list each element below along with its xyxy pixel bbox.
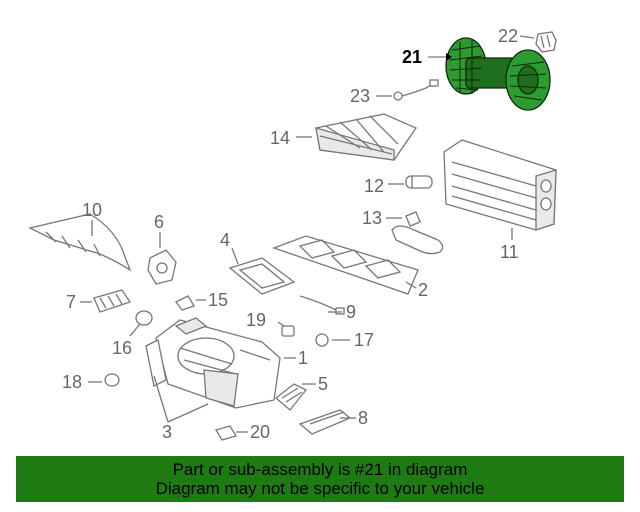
- label-12: 12: [364, 176, 384, 196]
- footer-line-1: Part or sub-assembly is #21 in diagram: [172, 460, 468, 479]
- label-10: 10: [82, 200, 102, 220]
- part-5-connector[interactable]: [274, 383, 308, 411]
- part-13-bracket[interactable]: [391, 211, 444, 255]
- label-21[interactable]: 21: [402, 47, 422, 67]
- part-14-evaporator-core[interactable]: [315, 113, 417, 161]
- part-6-actuator[interactable]: [147, 249, 177, 285]
- label-16: 16: [112, 338, 132, 358]
- label-5: 5: [318, 374, 328, 394]
- part-21-blower-motor[interactable]: [445, 37, 551, 111]
- part-11-heater-core[interactable]: [443, 139, 557, 231]
- label-9: 9: [346, 302, 356, 322]
- label-15: 15: [208, 290, 228, 310]
- part-19-sensor[interactable]: [281, 325, 295, 337]
- label-19: 19: [246, 310, 266, 330]
- part-23-sensor[interactable]: [393, 79, 439, 101]
- part-17-grommet[interactable]: [315, 333, 329, 347]
- part-16-seal[interactable]: [135, 310, 153, 326]
- part-12-valve[interactable]: [405, 175, 433, 189]
- label-22: 22: [498, 26, 518, 46]
- label-8: 8: [358, 408, 368, 428]
- part-2-seal-set[interactable]: [272, 235, 419, 295]
- label-20: 20: [250, 422, 270, 442]
- footer-banner: Part or sub-assembly is #21 in diagram D…: [16, 456, 624, 502]
- label-13: 13: [362, 208, 382, 228]
- part-9-cable[interactable]: [299, 295, 345, 315]
- part-15-clip[interactable]: [175, 295, 195, 311]
- label-23: 23: [350, 86, 370, 106]
- label-6: 6: [154, 212, 164, 232]
- label-7: 7: [66, 292, 76, 312]
- label-17: 17: [354, 330, 374, 350]
- part-22-resistor[interactable]: [535, 31, 557, 53]
- label-1: 1: [298, 348, 308, 368]
- part-18-plug[interactable]: [104, 373, 120, 387]
- part-10-duct[interactable]: [28, 213, 132, 272]
- part-8-duct-piece[interactable]: [298, 409, 352, 435]
- label-14: 14: [270, 128, 290, 148]
- label-11: 11: [500, 242, 519, 262]
- part-20-grommet[interactable]: [215, 425, 237, 441]
- label-3: 3: [162, 422, 172, 442]
- part-7-grille[interactable]: [93, 289, 132, 313]
- label-4: 4: [220, 230, 230, 250]
- footer-line-2: Diagram may not be specific to your vehi…: [155, 479, 485, 498]
- label-18: 18: [62, 372, 82, 392]
- label-2: 2: [418, 280, 428, 300]
- part-1-hvac-housing[interactable]: [145, 317, 281, 409]
- part-4-filter[interactable]: [228, 257, 296, 295]
